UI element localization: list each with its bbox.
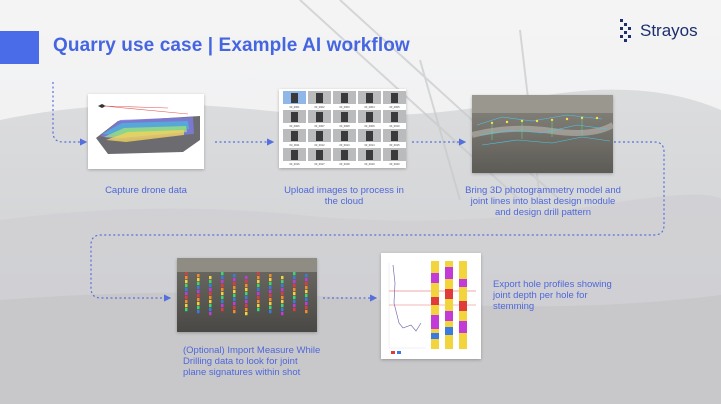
upload-thumbnail: 03_0008	[333, 110, 356, 128]
upload-thumbnail: 03_0002	[308, 91, 331, 109]
thumbnail-label: 03_0019	[364, 162, 375, 166]
upload-thumbnail: 03_0010	[383, 110, 406, 128]
upload-thumbnail: 03_0004	[358, 91, 381, 109]
upload-thumbnail: 03_0018	[333, 148, 356, 166]
upload-thumbnail: 03_0015	[383, 129, 406, 147]
drill-hole-trace	[245, 276, 248, 316]
mwd-data-image	[177, 258, 317, 332]
step-caption: Upload images to process in the cloud	[284, 185, 404, 207]
step-caption: Capture drone data	[105, 185, 187, 196]
thumbnail-label: 03_0001	[289, 105, 300, 109]
upload-thumbnail: 03_0016	[283, 148, 306, 166]
upload-thumbnail: 03_0011	[283, 129, 306, 147]
upload-thumbnail: 03_0003	[333, 91, 356, 109]
thumbnail-label: 03_0003	[339, 105, 350, 109]
thumbnail-label: 03_0020	[389, 162, 400, 166]
blast-design-image	[472, 95, 613, 173]
thumbnail-label: 03_0017	[314, 162, 325, 166]
drill-hole-trace	[305, 274, 308, 314]
drill-hole-trace	[209, 276, 212, 316]
drill-hole-trace	[233, 274, 236, 314]
drone-3d-model-image	[88, 94, 204, 169]
thumbnail-label: 03_0005	[389, 105, 400, 109]
thumbnail-label: 03_0008	[339, 124, 350, 128]
step-caption: Bring 3D photogrammetry model and joint …	[465, 185, 621, 218]
thumbnail-label: 03_0014	[364, 143, 375, 147]
logo-text: Strayos	[640, 21, 698, 40]
upload-thumbnail: 03_0006	[283, 110, 306, 128]
thumbnail-label: 03_0015	[389, 143, 400, 147]
upload-thumbnail: 03_0014	[358, 129, 381, 147]
drill-hole-trace	[197, 274, 200, 314]
thumbnail-label: 03_0007	[314, 124, 325, 128]
thumbnail-label: 03_0004	[364, 105, 375, 109]
upload-thumbnail: 03_0005	[383, 91, 406, 109]
hole-profile-chart-image	[381, 253, 481, 359]
drill-hole-trace	[257, 272, 260, 312]
upload-thumbnail: 03_0001	[283, 91, 306, 109]
upload-thumbnail: 03_0019	[358, 148, 381, 166]
strayos-logo-icon	[620, 19, 631, 42]
thumbnail-label: 03_0011	[290, 143, 300, 147]
thumbnail-label: 03_0018	[339, 162, 350, 166]
title-accent-bar	[0, 31, 39, 64]
upload-thumbnail: 03_0007	[308, 110, 331, 128]
slide-title: Quarry use case | Example AI workflow	[53, 35, 410, 56]
drill-hole-trace	[281, 276, 284, 316]
drill-hole-trace	[185, 272, 188, 312]
thumbnail-label: 03_0016	[289, 162, 300, 166]
thumbnail-label: 03_0006	[289, 124, 300, 128]
step-caption: (Optional) Import Measure While Drilling…	[183, 345, 321, 378]
upload-thumbnail: 03_0012	[308, 129, 331, 147]
image-grid-thumbnail: 03_0001 03_0002 03_0003 03_0004 03_0005 03_00…	[279, 89, 406, 168]
drill-hole-trace	[293, 272, 296, 312]
upload-thumbnail: 03_0017	[308, 148, 331, 166]
thumbnail-label: 03_0009	[364, 124, 375, 128]
upload-thumbnail: 03_0020	[383, 148, 406, 166]
thumbnail-label: 03_0002	[314, 105, 325, 109]
strayos-logo: Strayos	[618, 18, 710, 48]
drill-hole-trace	[269, 274, 272, 314]
step-caption: Export hole profiles showing joint depth…	[493, 279, 612, 312]
upload-thumbnail: 03_0009	[358, 110, 381, 128]
thumbnail-label: 03_0013	[339, 143, 350, 147]
drill-hole-trace	[221, 272, 224, 312]
thumbnail-label: 03_0010	[389, 124, 400, 128]
upload-thumbnail: 03_0013	[333, 129, 356, 147]
thumbnail-label: 03_0012	[314, 143, 325, 147]
